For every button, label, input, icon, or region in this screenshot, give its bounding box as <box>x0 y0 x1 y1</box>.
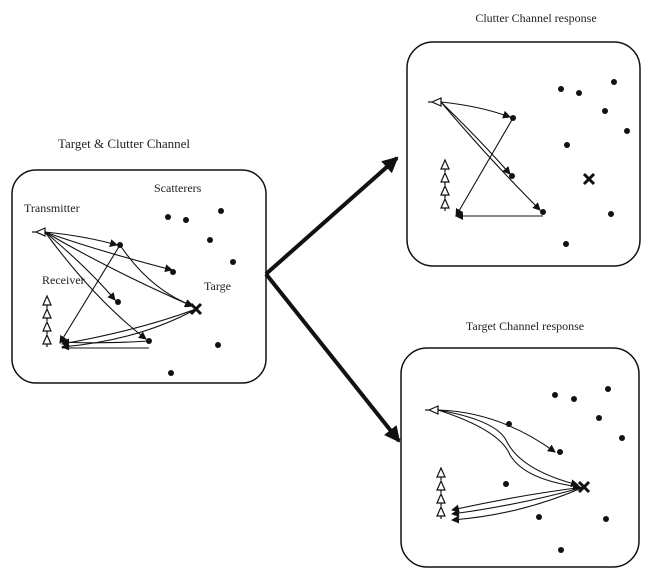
transmitter-icon <box>31 227 46 237</box>
scatterer-dot-icon <box>564 142 570 148</box>
main-panel: Target & Clutter Channel Transmitter Sca… <box>11 136 267 384</box>
receiver-array-icon <box>437 468 445 519</box>
scatterer-dot-icon <box>558 86 564 92</box>
scatterer-dot-icon <box>605 386 611 392</box>
scatterer-dot-icon <box>571 396 577 402</box>
scatterer-dot-icon <box>603 516 609 522</box>
target-panel-frame <box>400 347 640 568</box>
scatterer-dot-icon <box>602 108 608 114</box>
clutter-panel-title: Clutter Channel response <box>475 11 596 25</box>
target-x-marker-icon <box>582 172 596 186</box>
scatterer-dot-icon <box>215 342 221 348</box>
target-label: Targe <box>204 279 231 293</box>
scatterer-dot-icon <box>115 299 121 305</box>
receiver-array-icon <box>441 160 449 211</box>
branch-arrows <box>264 156 401 443</box>
scatterer-dot-icon <box>540 209 546 215</box>
scatterer-dot-icon <box>168 370 174 376</box>
receiver-array-icon <box>43 296 51 347</box>
transmitter-icon <box>424 405 439 415</box>
scatterer-dot-icon <box>557 449 563 455</box>
scatterer-dot-icon <box>608 211 614 217</box>
scatterer-dot-icon <box>218 208 224 214</box>
scatterer-dot-icon <box>207 237 213 243</box>
scatterer-dot-icon <box>624 128 630 134</box>
scatterers <box>503 386 625 553</box>
scatterers <box>509 79 630 247</box>
transmitter-icon <box>427 97 442 107</box>
scatterer-dot-icon <box>611 79 617 85</box>
scatterer-dot-icon <box>503 481 509 487</box>
scatterer-dot-icon <box>558 547 564 553</box>
target-panel-title: Target Channel response <box>466 319 584 333</box>
scatterer-dot-icon <box>576 90 582 96</box>
propagation-paths <box>44 231 197 351</box>
scatterer-dot-icon <box>183 217 189 223</box>
target-paths <box>437 409 585 524</box>
scatterer-dot-icon <box>230 259 236 265</box>
scatterer-dot-icon <box>563 241 569 247</box>
receiver-label: Receiver <box>42 273 85 287</box>
clutter-panel: Clutter Channel response <box>406 11 641 267</box>
arrow-to-target <box>264 272 401 443</box>
main-panel-title: Target & Clutter Channel <box>58 136 190 151</box>
scatterer-dot-icon <box>619 435 625 441</box>
clutter-paths <box>440 101 543 220</box>
scatterer-dot-icon <box>536 514 542 520</box>
arrow-to-clutter <box>264 156 399 276</box>
clutter-panel-frame <box>406 41 641 267</box>
target-panel: Target Channel response <box>400 319 640 568</box>
scatterer-dot-icon <box>596 415 602 421</box>
scatterers-label: Scatterers <box>154 181 202 195</box>
scatterer-dot-icon <box>552 392 558 398</box>
scatterer-dot-icon <box>165 214 171 220</box>
transmitter-label: Transmitter <box>24 201 80 215</box>
